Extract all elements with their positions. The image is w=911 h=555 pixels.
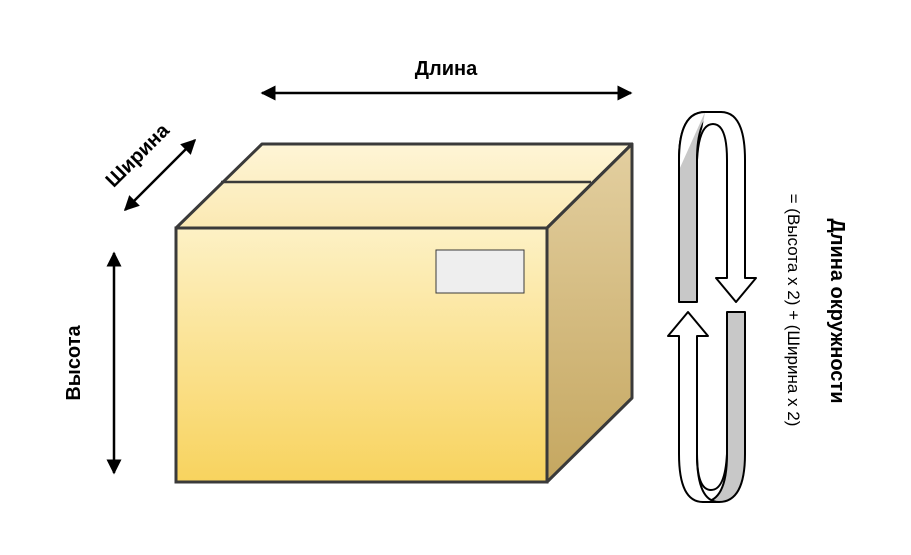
girth-ring-up-arrow-inner	[696, 453, 728, 492]
height-label: Высота	[63, 324, 85, 400]
shipping-label-patch	[435, 249, 525, 294]
girth-ring-down-arrow	[678, 111, 757, 303]
length-label: Длина	[415, 58, 478, 80]
girth-ring-icon	[667, 111, 757, 503]
length-dimension: Длина	[260, 58, 633, 101]
girth-formula: = (Высота x 2) + (Ширина x 2)	[784, 194, 803, 427]
width-arrow	[123, 138, 197, 212]
girth-text: Длина окружности = (Высота x 2) + (Ширин…	[784, 194, 848, 427]
girth-ring-up-arrow	[667, 311, 720, 503]
width-dimension: Ширина	[102, 119, 197, 212]
width-label: Ширина	[102, 119, 175, 192]
cardboard-box	[174, 142, 634, 484]
girth-title: Длина окружности	[826, 219, 848, 404]
height-dimension: Высота	[63, 251, 122, 475]
